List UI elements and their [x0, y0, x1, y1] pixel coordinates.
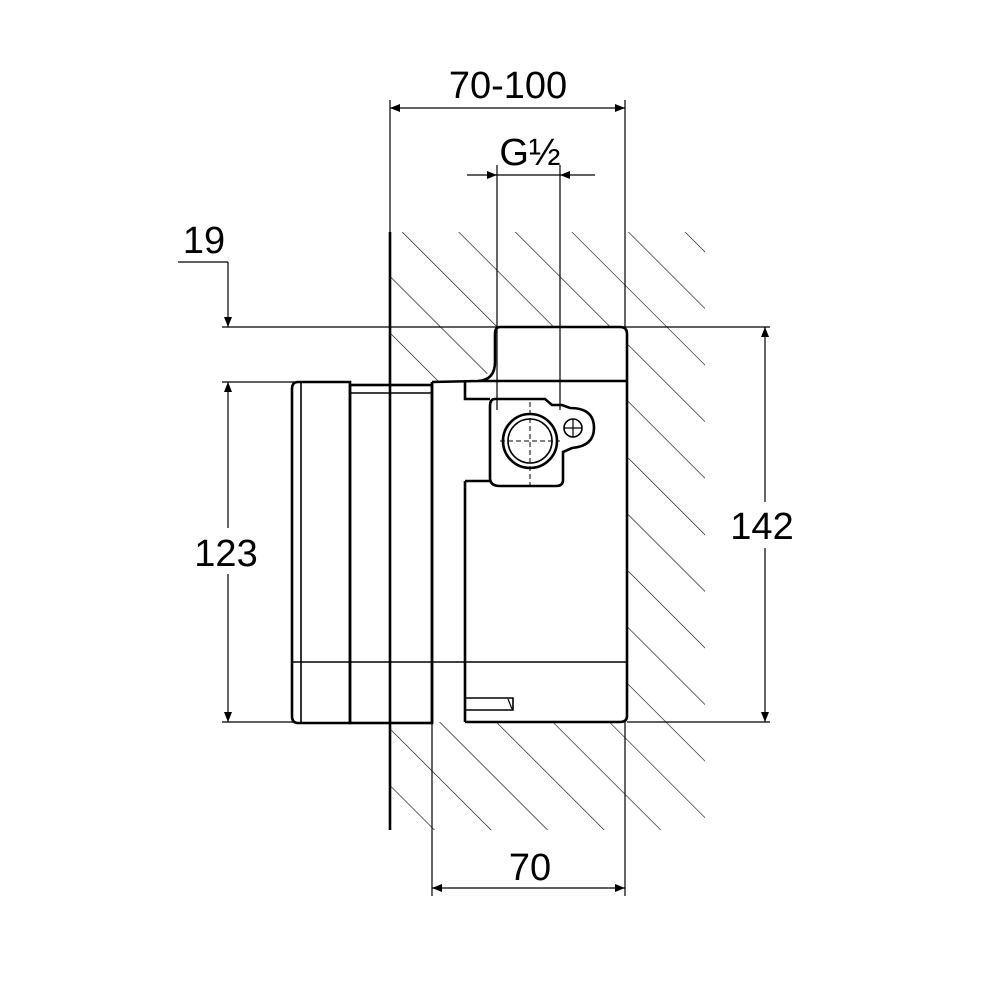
dimension-70: 70	[431, 722, 626, 896]
dimension-label-thread: G½	[499, 132, 560, 174]
dimension-thread: G½	[467, 132, 595, 410]
bottom-slot	[465, 697, 514, 711]
dimension-label-19: 19	[183, 220, 225, 262]
valve-body	[290, 325, 629, 725]
cover-cap	[290, 380, 352, 725]
dimension-label-142: 142	[730, 506, 793, 548]
dimension-label-70-100: 70-100	[449, 65, 567, 107]
wall-section	[388, 232, 705, 830]
dimension-70-100: 70-100	[389, 65, 626, 327]
dimension-label-70: 70	[509, 847, 551, 889]
dimension-label-123: 123	[194, 533, 257, 575]
dimension-19: 19	[178, 220, 770, 328]
dimension-142: 142	[627, 327, 805, 723]
inlet-connector	[488, 397, 596, 488]
dimension-123: 123	[185, 381, 295, 723]
